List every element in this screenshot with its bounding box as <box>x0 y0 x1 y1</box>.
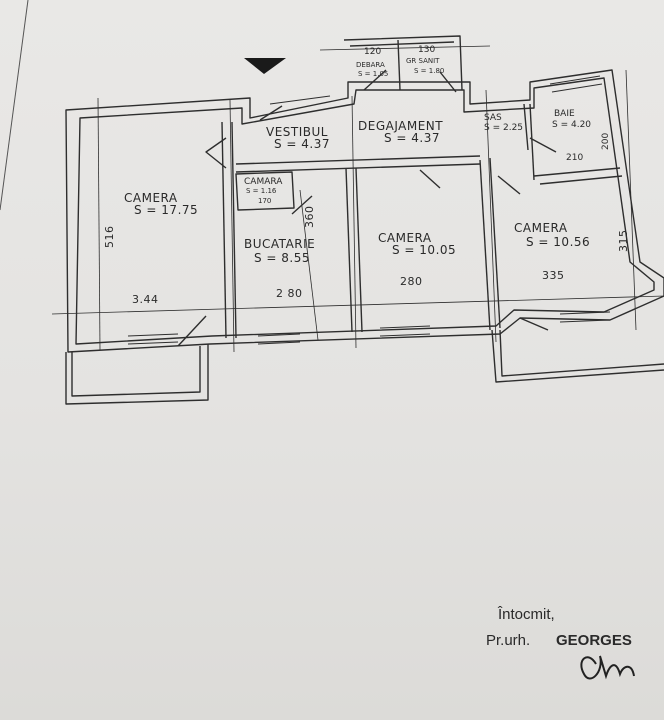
room-area-grupsanitar: S = 1.80 <box>414 67 445 75</box>
footer-author-prefix: Pr.urh. <box>486 632 531 649</box>
room-name-sas: SAS <box>484 113 502 123</box>
dim-camera3-width: 335 <box>542 269 565 282</box>
wall-camera1-east-b <box>231 121 237 339</box>
room-name-bucatarie: BUCATARIE <box>244 237 316 251</box>
axis-line-left <box>97 97 101 351</box>
door-swing-balcony-left <box>177 315 207 347</box>
door-swing-wc <box>363 69 387 91</box>
axis-line-top <box>319 45 491 51</box>
entry-marker-triangle <box>244 58 286 74</box>
dim-camera1-width: 3.44 <box>132 293 159 306</box>
wall-baie-west <box>529 103 535 181</box>
wall-camera2-east <box>479 159 491 331</box>
left-balcony-inner <box>71 346 201 397</box>
dim-camera1-depth: 516 <box>103 225 116 249</box>
room-name-camera2: CAMERA <box>378 231 432 245</box>
room-name-camera1: CAMERA <box>124 191 178 205</box>
room-name-camera3: CAMERA <box>514 221 568 235</box>
axis-line-right <box>625 69 637 331</box>
dim-baie-width: 210 <box>566 153 584 163</box>
axis-line-diagonal <box>299 189 319 341</box>
room-name-vestibul: VESTIBUL <box>266 125 328 139</box>
wall-corridor-south <box>235 155 481 165</box>
dim-grupsanitar-width: 130 <box>418 45 436 55</box>
door-swing-camera1 <box>205 137 227 169</box>
window-camera2 <box>379 325 431 337</box>
signature-mark <box>580 655 635 680</box>
room-area-bucatarie: S = 8.55 <box>254 251 311 265</box>
dim-baie-depth: 200 <box>601 132 611 150</box>
door-swing-balcony-right <box>519 317 549 331</box>
right-balcony-inner <box>499 329 664 377</box>
dim-bucatarie-depth: 360 <box>303 205 316 229</box>
right-balcony <box>491 329 664 383</box>
window-camera1 <box>127 333 179 345</box>
room-area-baie: S = 4.20 <box>552 120 592 130</box>
axis-line-mid2 <box>351 95 357 349</box>
window-top-right <box>549 75 603 93</box>
room-area-camara: S = 1.16 <box>246 187 277 195</box>
window-camera3 <box>559 311 611 323</box>
room-area-camera2: S = 10.05 <box>392 243 457 257</box>
room-name-debara: DEBARA <box>356 61 385 69</box>
door-swing-debara <box>439 71 457 93</box>
wall-kitchen-east <box>345 167 353 333</box>
room-area-vestibul: S = 4.37 <box>274 137 331 151</box>
room-area-debara: S = 1.05 <box>358 70 389 78</box>
wall-wc-block-b <box>349 41 455 47</box>
room-area-camera1: S = 17.75 <box>134 203 199 217</box>
dim-camera3-depth: 315 <box>617 229 630 253</box>
wall-wc-block <box>343 35 463 91</box>
room-name-baie: BAIE <box>554 109 575 119</box>
door-swing-sas <box>529 137 557 153</box>
window-top-left <box>269 95 331 105</box>
outer-wall-inner <box>75 77 655 345</box>
dim-bucatarie-width: 2 80 <box>276 287 303 300</box>
room-name-grupsanitar: GR SANIT <box>406 57 440 65</box>
dim-debara-width: 120 <box>364 47 382 57</box>
wall-baie-south <box>533 167 621 177</box>
dim-camera2-width: 280 <box>400 275 423 288</box>
room-name-camara: CAMARA <box>244 177 283 187</box>
axis-line-horizontal <box>51 295 664 315</box>
wall-kitchen-east-b <box>355 167 363 333</box>
room-area-degajament: S = 4.37 <box>384 131 441 145</box>
door-swing-camera2 <box>419 169 441 189</box>
footer-author-name: GEORGES <box>556 632 632 649</box>
room-area-camera3: S = 10.56 <box>526 235 591 249</box>
axis-line-mid3 <box>485 89 497 343</box>
paper-edge-line <box>0 0 29 211</box>
door-swing-entry <box>259 105 283 121</box>
room-name-degajament: DEGAJAMENT <box>358 119 444 133</box>
left-balcony <box>65 344 209 405</box>
axis-line-mid1 <box>229 99 235 353</box>
door-swing-camera3 <box>497 175 521 195</box>
wall-camara-box <box>235 171 295 211</box>
wall-sas-east <box>523 103 529 151</box>
room-area-sas: S = 2.25 <box>484 123 524 133</box>
footer-prepared-by: Întocmit, <box>498 606 555 623</box>
dim-camara-width: 170 <box>258 197 272 205</box>
window-kitchen <box>257 333 301 345</box>
wall-camera1-east <box>221 121 227 339</box>
wall-camera2-east-b <box>489 157 501 329</box>
wall-corridor-south-b <box>235 163 481 173</box>
wall-baie-south-b <box>539 175 623 185</box>
